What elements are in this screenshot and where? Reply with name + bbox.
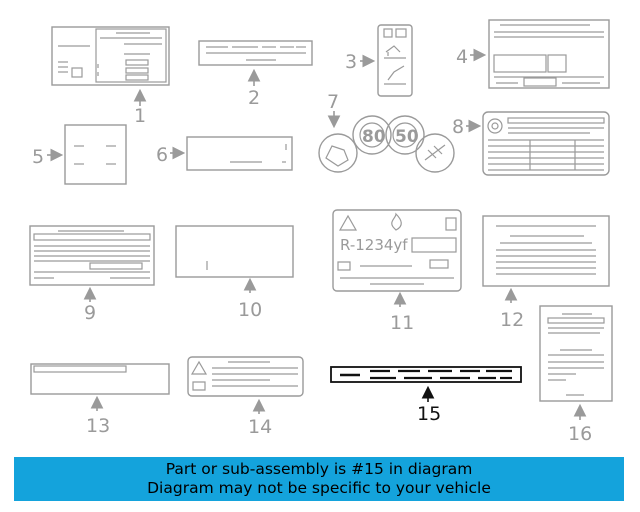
- callout-10: 10: [238, 299, 262, 321]
- part-12-label[interactable]: [482, 215, 610, 287]
- speed-badge-50: 50: [395, 127, 419, 147]
- part-13-label[interactable]: [30, 363, 170, 395]
- banner-line-1: Part or sub-assembly is #15 in diagram: [165, 460, 473, 478]
- callout-1: 1: [134, 105, 146, 127]
- callout-7: 7: [327, 91, 339, 113]
- part-8-label[interactable]: [482, 111, 610, 176]
- callout-16: 16: [568, 423, 592, 445]
- part-11-label[interactable]: R-1234yf: [332, 209, 462, 292]
- callout-6: 6: [156, 144, 168, 166]
- callout-9: 9: [84, 302, 96, 324]
- callout-4: 4: [456, 46, 468, 68]
- callout-3: 3: [345, 51, 357, 73]
- callout-12: 12: [500, 309, 524, 331]
- part-15-label[interactable]: [330, 366, 522, 383]
- banner-line-2: Diagram may not be specific to your vehi…: [147, 479, 491, 497]
- part-2-label[interactable]: [198, 40, 313, 66]
- part-16-label[interactable]: [539, 305, 613, 402]
- part-4-label[interactable]: [488, 19, 610, 89]
- part-1-label[interactable]: [51, 26, 170, 86]
- part-14-label[interactable]: [187, 356, 304, 397]
- part-9-label[interactable]: [29, 225, 155, 286]
- part-3-label[interactable]: [377, 24, 413, 97]
- info-banner: Part or sub-assembly is #15 in diagram D…: [14, 457, 624, 501]
- callout-8: 8: [452, 116, 464, 138]
- callout-14: 14: [248, 416, 272, 438]
- refrigerant-type: R-1234yf: [340, 236, 408, 254]
- callout-13: 13: [86, 415, 110, 437]
- part-10-label[interactable]: [175, 225, 294, 278]
- parts-diagram: 1 2 3 4: [29, 19, 613, 445]
- callout-5: 5: [32, 146, 44, 168]
- callout-2: 2: [248, 87, 260, 109]
- callout-15: 15: [417, 403, 441, 425]
- part-5-label[interactable]: [64, 124, 127, 185]
- part-7-badges[interactable]: 80 50: [318, 115, 455, 173]
- part-6-label[interactable]: [186, 136, 293, 171]
- speed-badge-80: 80: [362, 127, 386, 147]
- callout-11: 11: [390, 312, 414, 334]
